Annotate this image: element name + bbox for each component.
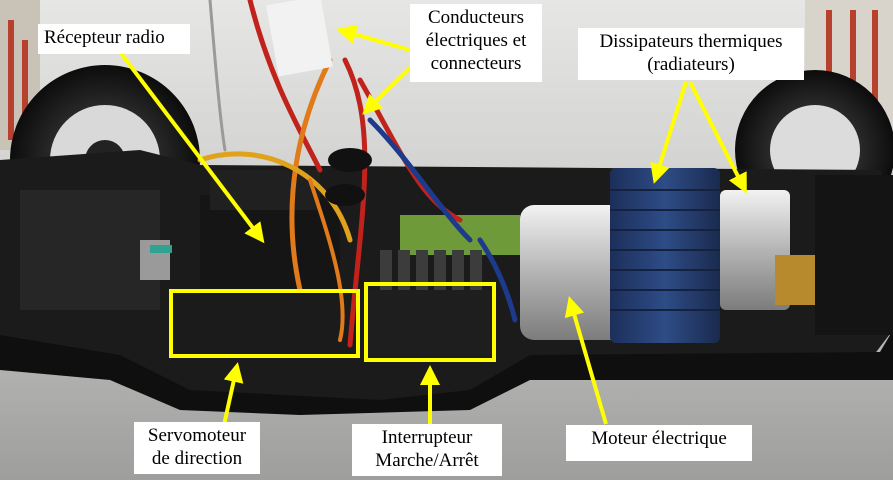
steering-servo-label: Servomoteur de direction	[134, 422, 260, 474]
heatsinks-label: Dissipateurs thermiques (radiateurs)	[578, 28, 804, 80]
on-off-switch-label: Interrupteur Marche/Arrêt	[352, 424, 502, 476]
servo-label-line-1: Servomoteur	[147, 425, 247, 446]
wires-label-line-2: électriques et	[425, 30, 527, 51]
heatsinks-label-line-2: (radiateurs)	[647, 54, 735, 75]
wires-label-line-1: Conducteurs	[427, 7, 525, 28]
receiver-label: Récepteur radio	[38, 24, 190, 54]
heatsinks-label-line-1: Dissipateurs thermiques	[599, 31, 783, 52]
servo-label-line-2: de direction	[151, 448, 243, 469]
wires-connectors-label: Conducteurs électriques et connecteurs	[410, 4, 542, 82]
wires-label-line-3: connecteurs	[430, 53, 522, 74]
motor-label-line-1: Moteur électrique	[591, 428, 727, 449]
switch-label-line-2: Marche/Arrêt	[375, 450, 479, 471]
receiver-label-line-1: Récepteur radio	[44, 27, 165, 48]
electric-motor-label: Moteur électrique	[566, 425, 752, 461]
switch-label-line-1: Interrupteur	[381, 427, 473, 448]
